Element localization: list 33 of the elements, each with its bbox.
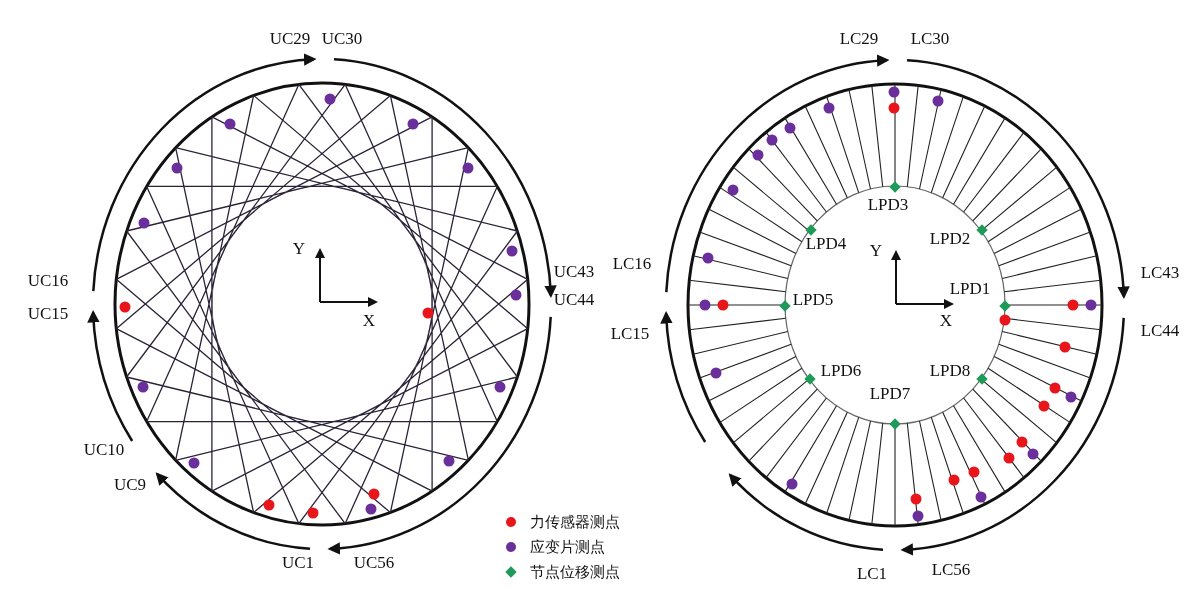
point-label: UC1 [281, 553, 315, 571]
point-label: LC43 [1140, 263, 1180, 281]
point-label: UC15 [27, 304, 69, 322]
point-label: UC30 [321, 29, 363, 47]
point-label: LPD4 [805, 234, 847, 252]
point-label: UC16 [27, 271, 69, 289]
point-label: LPD7 [869, 384, 911, 402]
point-label: X [939, 311, 953, 329]
point-label: LPD3 [867, 195, 909, 213]
point-label: LPD2 [929, 229, 971, 247]
legend-label: 节点位移测点 [530, 563, 620, 582]
legend-label: 力传感器测点 [530, 513, 620, 532]
point-label: LC44 [1140, 321, 1180, 339]
point-label: UC10 [83, 440, 125, 458]
point-label: LPD5 [792, 290, 834, 308]
point-label: LPD6 [820, 361, 862, 379]
point-label: LPD1 [949, 279, 991, 297]
point-label: Y [292, 239, 306, 257]
point-label: UC9 [113, 475, 147, 493]
point-label: UC29 [269, 29, 311, 47]
legend-label: 应变片测点 [530, 538, 605, 557]
point-label: X [362, 311, 376, 329]
point-label: UC56 [353, 553, 395, 571]
point-label: Y [869, 241, 883, 259]
point-label: UC44 [553, 290, 595, 308]
point-label: LC16 [612, 254, 652, 272]
point-label: LC1 [856, 564, 888, 582]
point-label: LC30 [910, 29, 950, 47]
point-label: LC56 [931, 560, 971, 578]
point-label: LPD8 [929, 361, 971, 379]
point-label: UC43 [553, 262, 595, 280]
point-label: LC15 [610, 324, 650, 342]
point-label: LC29 [839, 29, 879, 47]
